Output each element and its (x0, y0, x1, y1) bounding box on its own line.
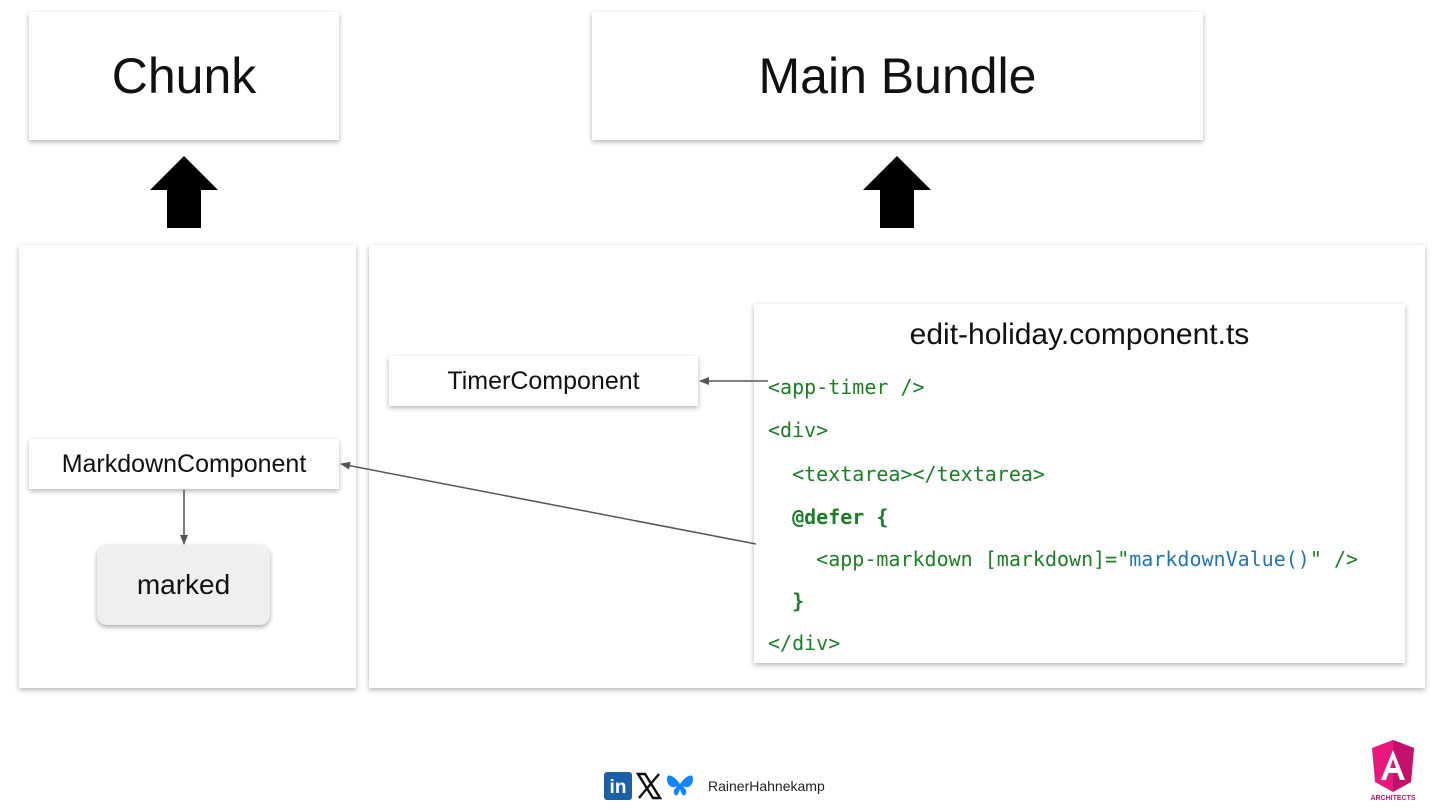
main-bundle-up-arrow-icon (863, 156, 931, 228)
chunk-up-arrow-icon (150, 156, 218, 228)
main-bundle-title-box: Main Bundle (592, 12, 1203, 140)
chunk-title: Chunk (111, 48, 257, 104)
code-line-app-timer: <app-timer /> (768, 375, 925, 399)
chunk-title-box: Chunk (29, 12, 339, 140)
code-line-textarea: <textarea></textarea> (768, 462, 1045, 486)
component-file-box: edit-holiday.component.ts (754, 304, 1405, 663)
marked-library-box: marked (97, 545, 270, 625)
brand-logo-text: ARCHITECTS (1370, 795, 1415, 802)
linkedin-icon-text: in (610, 777, 627, 798)
markdown-component-box: MarkdownComponent (29, 439, 339, 489)
code-line-defer-close: } (768, 589, 805, 613)
code-line-app-markdown: <app-markdown [markdown]="markdownValue(… (768, 547, 1358, 571)
code-line-div-open: <div> (768, 418, 829, 442)
timer-component-label: TimerComponent (447, 366, 640, 395)
main-bundle-title: Main Bundle (758, 48, 1037, 104)
code-app-markdown-end: " /> (1309, 547, 1359, 571)
component-file-name: edit-holiday.component.ts (909, 318, 1250, 351)
code-line-div-close: </div> (768, 631, 841, 655)
footer-social: in RainerHahnekamp (604, 772, 825, 800)
code-markdown-value-call: markdownValue() (1129, 547, 1310, 571)
timer-component-box: TimerComponent (389, 356, 698, 406)
markdown-component-label: MarkdownComponent (61, 449, 307, 478)
bluesky-icon[interactable] (666, 773, 694, 799)
code-line-defer: @defer { (768, 505, 889, 529)
marked-library-label: marked (136, 569, 231, 600)
code-app-markdown-start: <app-markdown [markdown]=" (768, 547, 1130, 571)
linkedin-icon[interactable]: in (604, 772, 632, 800)
x-icon[interactable] (636, 772, 662, 800)
author-handle: RainerHahnekamp (708, 778, 825, 794)
angular-architects-logo-icon: ARCHITECTS (1370, 740, 1416, 802)
